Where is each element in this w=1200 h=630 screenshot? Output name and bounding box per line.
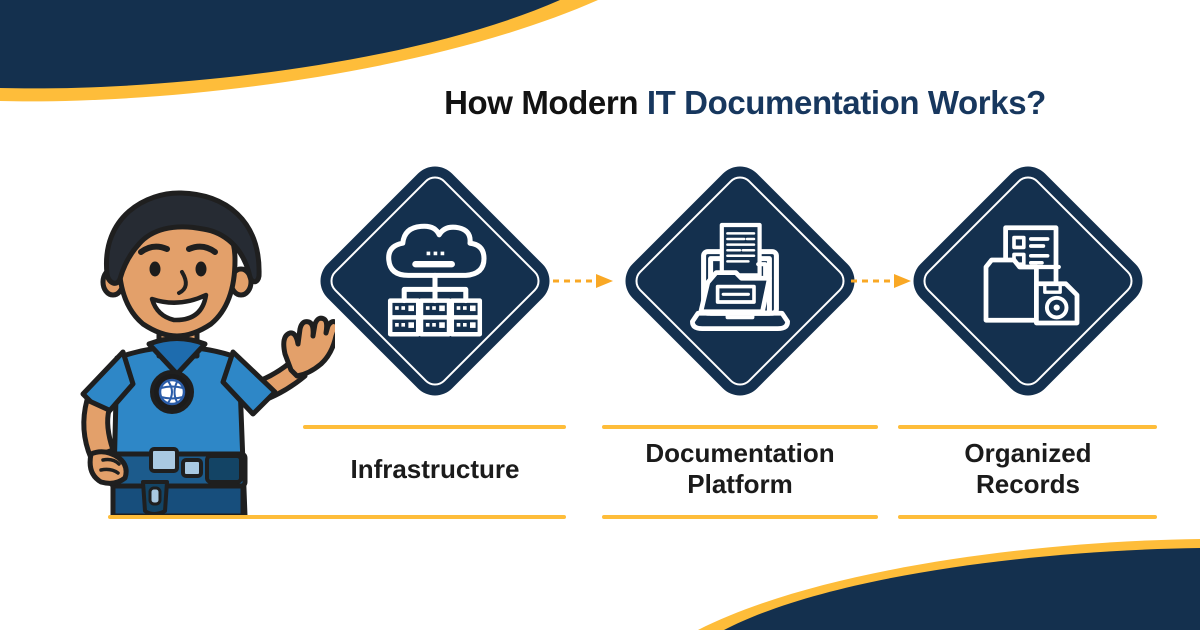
step-label-organized-records: Organized Records: [913, 432, 1143, 506]
page-title-highlight: IT Documentation Works?: [646, 84, 1046, 121]
top-left-swoosh: [0, 0, 598, 102]
step-overline-organized-records: [898, 425, 1157, 429]
step-label-line: Organized: [964, 438, 1092, 468]
step-underline-documentation-platform: [602, 515, 878, 519]
folder-checklist-save-icon: [983, 225, 1080, 326]
step-overline-infrastructure: [303, 425, 566, 429]
step-label-line: Platform: [687, 469, 793, 499]
dashed-arrow-right-icon: [553, 274, 613, 288]
page-title-prefix: How Modern: [444, 84, 647, 121]
step-label-line: Documentation: [645, 438, 835, 468]
step-label-line: Records: [975, 469, 1081, 499]
it-technician-character: [80, 190, 335, 516]
dashed-arrow-right-icon: [851, 274, 911, 288]
step-label-infrastructure: Infrastructure: [320, 432, 550, 506]
bottom-right-swoosh: [698, 539, 1200, 630]
step-label-documentation-platform: Documentation Platform: [625, 432, 855, 506]
step-overline-documentation-platform: [602, 425, 878, 429]
cloud-network-icon: [386, 223, 487, 337]
step-underline-infrastructure: [108, 515, 566, 519]
step-underline-organized-records: [898, 515, 1157, 519]
laptop-folder-document-icon: [690, 222, 790, 331]
page-title: How Modern IT Documentation Works?: [290, 84, 1200, 122]
step-label-line: Infrastructure: [350, 453, 520, 484]
